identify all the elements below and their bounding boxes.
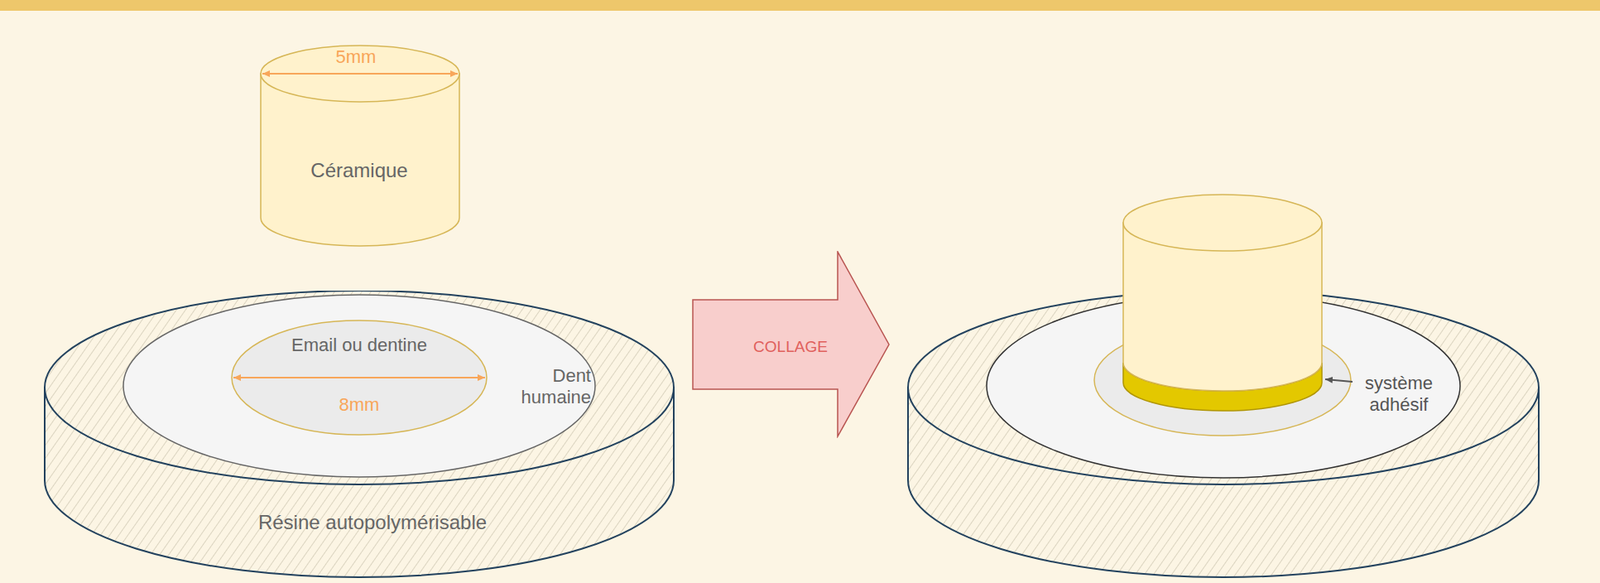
- text-slot: Résine autopolymérisable: [258, 510, 487, 535]
- shape-outline: [259, 43, 461, 248]
- ceramic-cylinder: Céramique: [259, 43, 461, 248]
- leader-line: [1325, 379, 1353, 382]
- shape-label: Résine autopolymérisable: [258, 510, 487, 535]
- top-bar: [0, 0, 1600, 11]
- resin-disk: Résine autopolymérisable Dent humaine Emai…: [43, 290, 675, 579]
- callout-label: système adhésif: [1353, 372, 1445, 417]
- text-slot: COLLAGE: [753, 337, 828, 357]
- shape-label: Email ou dentine: [291, 334, 428, 356]
- collage-arrow: COLLAGE: [691, 250, 891, 438]
- text-slot: système adhésif: [1353, 372, 1445, 417]
- tooth-ellipse: Dent humaine Email ou dentine: [122, 293, 596, 478]
- text-slot: Email ou dentine: [291, 334, 428, 356]
- text-slot: Céramique: [310, 158, 408, 183]
- shape-label: COLLAGE: [753, 337, 828, 357]
- enamel-ellipse: Email ou dentine: [230, 319, 488, 436]
- shape-label: Dent humaine: [498, 365, 591, 409]
- shape-label: Céramique: [310, 158, 408, 183]
- ceramic-cylinder: [1123, 194, 1322, 391]
- text-slot: Dent humaine: [498, 365, 591, 409]
